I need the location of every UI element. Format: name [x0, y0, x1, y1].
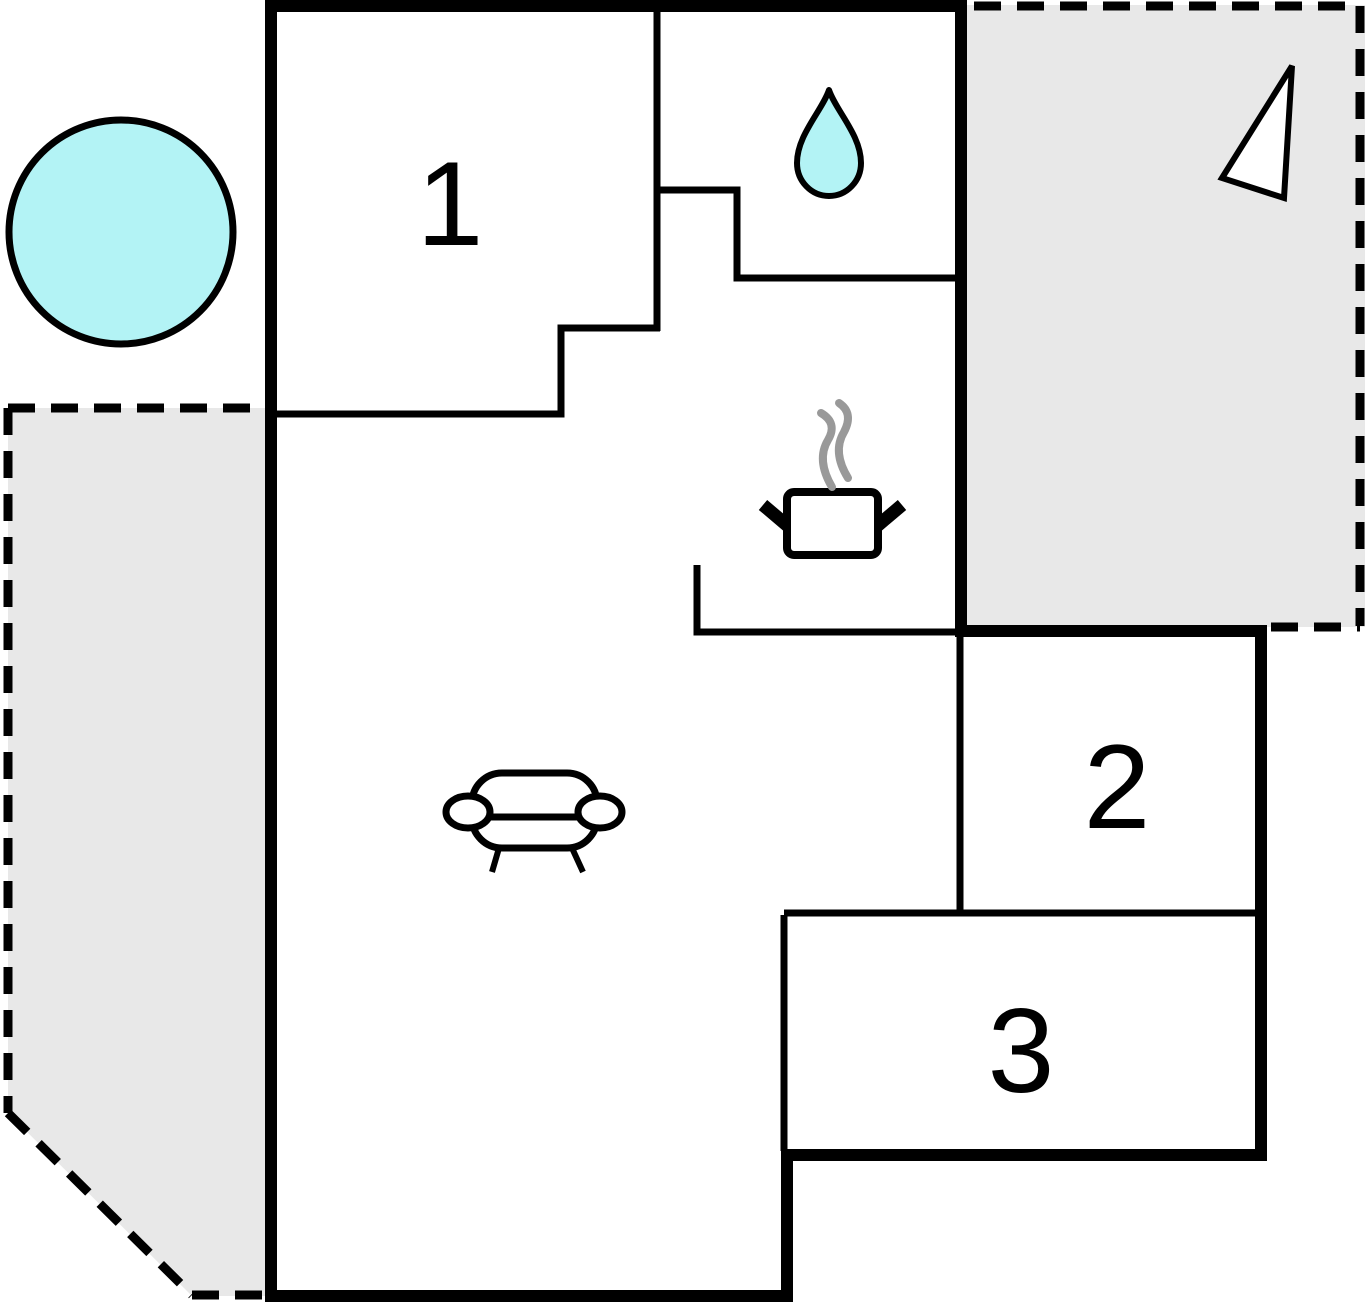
interior-walls: [271, 0, 1256, 1151]
terrace-top-right: [961, 5, 1365, 627]
hot-tub-circle-icon: [5, 116, 237, 348]
sofa-armrest-right: [574, 792, 626, 832]
terrace-top-right-dashed-border: [974, 1, 1365, 632]
room-labels: 1 2 3: [417, 137, 1151, 1118]
steam-wave-left: [817, 409, 836, 491]
sofa-icon: [442, 769, 626, 874]
water-drop-icon: [794, 87, 864, 199]
pot-body: [783, 488, 882, 559]
plan-icons: [5, 64, 1295, 874]
steam-wave-right: [834, 399, 852, 482]
north-arrow-icon: [1217, 64, 1295, 203]
room-2-label: 2: [1084, 720, 1151, 854]
sofa-armrest-left: [442, 792, 494, 832]
room-3-label: 3: [988, 984, 1055, 1118]
cooking-pot-icon: [758, 488, 907, 559]
room-1-label: 1: [417, 137, 484, 271]
sofa-legs: [489, 846, 586, 874]
steam-icon: [817, 399, 852, 491]
outer-wall: [265, 0, 1267, 1302]
terrace-left: [8, 408, 271, 1296]
terrace-left-dashed-border: [3, 403, 264, 1300]
walls: [265, 0, 1267, 1302]
